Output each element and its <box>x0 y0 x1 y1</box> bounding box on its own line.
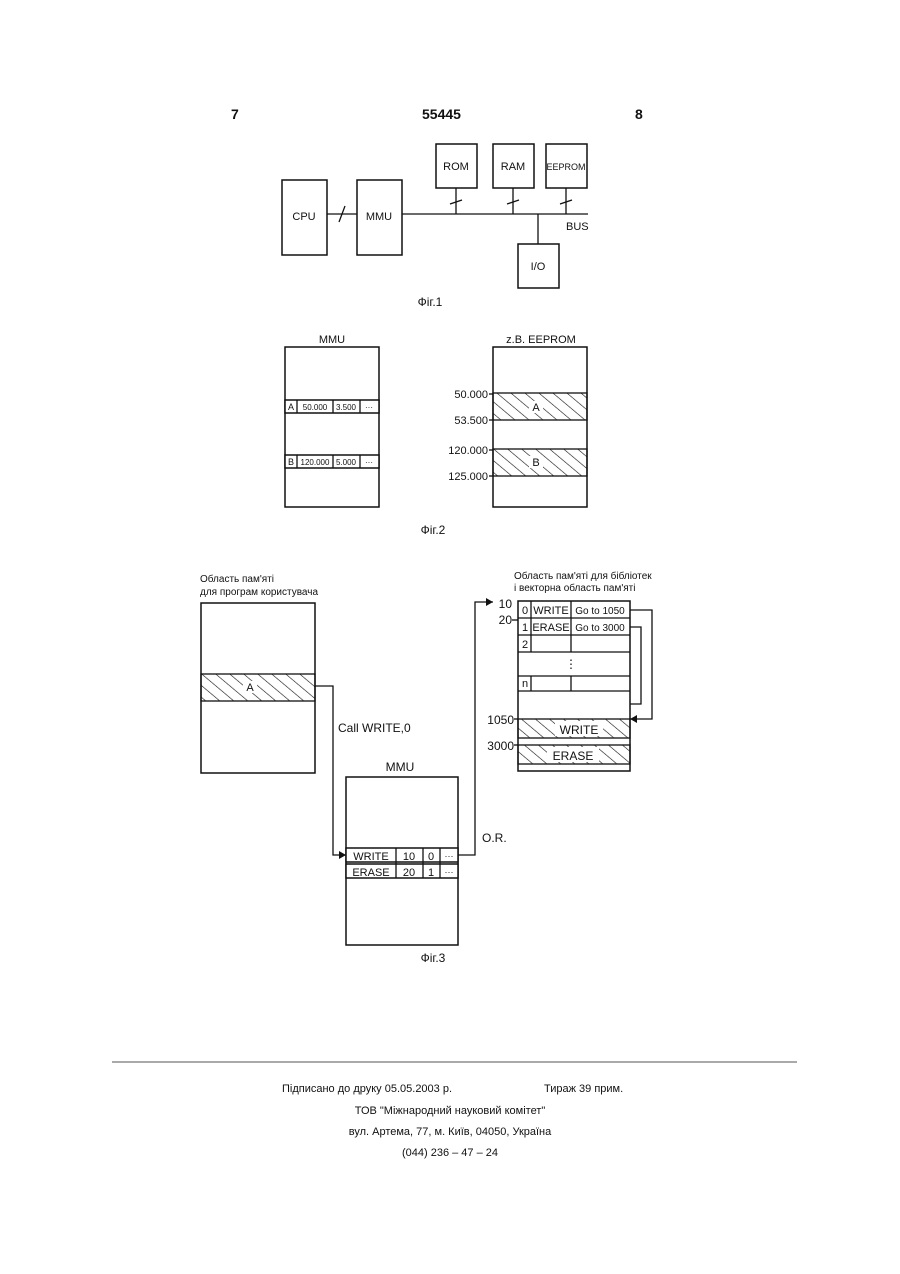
vector-row-1-name: ERASE <box>532 622 569 634</box>
or-arrow <box>458 602 493 855</box>
call-label: Call WRITE,0 <box>338 721 411 735</box>
erase-block-label: ERASE <box>553 749 594 763</box>
fig2-row-b-more: ··· <box>365 458 373 467</box>
goto-3000-arrow <box>630 627 641 704</box>
user-region-a-label: A <box>246 682 254 694</box>
lib-area-title-2: і векторна область пам'яті <box>514 582 635 594</box>
publisher-phone: (044) 236 – 47 – 24 <box>0 1147 900 1159</box>
fig3-diagram: Область пам'яті для програм користувача … <box>200 570 652 965</box>
addr-10: 10 <box>499 597 513 611</box>
mmu-label: MMU <box>366 211 392 223</box>
or-label: O.R. <box>482 831 507 845</box>
addr-20: 20 <box>499 613 513 627</box>
mmu-row-erase-more: ··· <box>445 867 454 877</box>
fig2-row-a-size: 3.500 <box>336 403 357 412</box>
call-arrow <box>315 686 346 855</box>
vector-ellipsis: ⋮ <box>565 657 577 671</box>
fig1-caption: Фіг.1 <box>418 295 443 309</box>
vector-row-0-name: WRITE <box>533 605 568 617</box>
fig3-caption: Фіг.3 <box>421 951 446 965</box>
lib-area-title-1: Область пам'яті для бібліотек <box>514 570 652 582</box>
mmu-row-erase-addr: 20 <box>403 867 415 879</box>
fig2-addr-50000: 50.000 <box>454 389 488 401</box>
mmu-row-erase-name: ERASE <box>352 867 389 879</box>
write-block-label: WRITE <box>560 723 599 737</box>
print-circulation: Тираж 39 прим. <box>544 1083 623 1095</box>
vector-row-n-index: n <box>522 678 528 690</box>
cpu-label: CPU <box>292 211 315 223</box>
fig2-row-a-name: A <box>288 402 294 412</box>
io-label: I/O <box>531 261 546 273</box>
fig2-addr-120000: 120.000 <box>448 445 488 457</box>
vector-row-1-index: 1 <box>522 622 528 634</box>
vector-row-1-target: Go to 3000 <box>575 623 625 634</box>
fig2-eeprom-title: z.B. EEPROM <box>506 334 576 346</box>
user-area-title-1: Область пам'яті <box>200 573 274 585</box>
fig2-row-a-more: ··· <box>365 403 373 412</box>
fig2-diagram: MMU A 50.000 3.500 ··· B 120.000 5.000 ·… <box>285 334 587 537</box>
fig2-addr-53500: 53.500 <box>454 415 488 427</box>
mmu-row-erase-index: 1 <box>428 867 434 879</box>
fig2-row-a-start: 50.000 <box>303 403 328 412</box>
mmu-row-write-addr: 10 <box>403 851 415 863</box>
fig1-diagram: CPU MMU BUS ROM RAM EEPROM I/O Фіг.1 <box>282 144 589 309</box>
eeprom-label: EEPROM <box>546 162 585 172</box>
addr-3000: 3000 <box>487 739 514 753</box>
mmu-row-write-name: WRITE <box>353 851 388 863</box>
fig2-addr-125000: 125.000 <box>448 471 488 483</box>
vector-row-0-target: Go to 1050 <box>575 606 625 617</box>
publisher-address: вул. Артема, 77, м. Київ, 04050, Україна <box>0 1126 900 1138</box>
ram-label: RAM <box>501 161 525 173</box>
addr-1050: 1050 <box>487 713 514 727</box>
user-area-title-2: для програм користувача <box>200 587 318 598</box>
user-region-a <box>201 674 315 701</box>
fig2-caption: Фіг.2 <box>421 523 446 537</box>
bus-label: BUS <box>566 221 589 233</box>
fig2-mmu-title: MMU <box>319 334 345 346</box>
print-signed: Підписано до друку 05.05.2003 р. <box>282 1083 452 1095</box>
vector-row-2-index: 2 <box>522 639 528 651</box>
fig2-row-b-start: 120.000 <box>301 458 330 467</box>
fig2-row-b-name: B <box>288 457 294 467</box>
fig2-region-b-label: B <box>532 457 539 469</box>
vector-row-0-index: 0 <box>522 605 528 617</box>
fig2-region-a-label: A <box>532 402 540 414</box>
rom-label: ROM <box>443 161 469 173</box>
mmu-row-write-more: ··· <box>445 851 454 861</box>
fig2-eeprom-memory <box>493 347 587 507</box>
fig3-mmu-title: MMU <box>386 760 415 774</box>
mmu-row-write-index: 0 <box>428 851 434 863</box>
publisher-name: ТОВ "Міжнародний науковий комітет" <box>0 1105 900 1117</box>
fig2-mmu-table <box>285 347 379 507</box>
fig2-row-b-size: 5.000 <box>336 458 357 467</box>
